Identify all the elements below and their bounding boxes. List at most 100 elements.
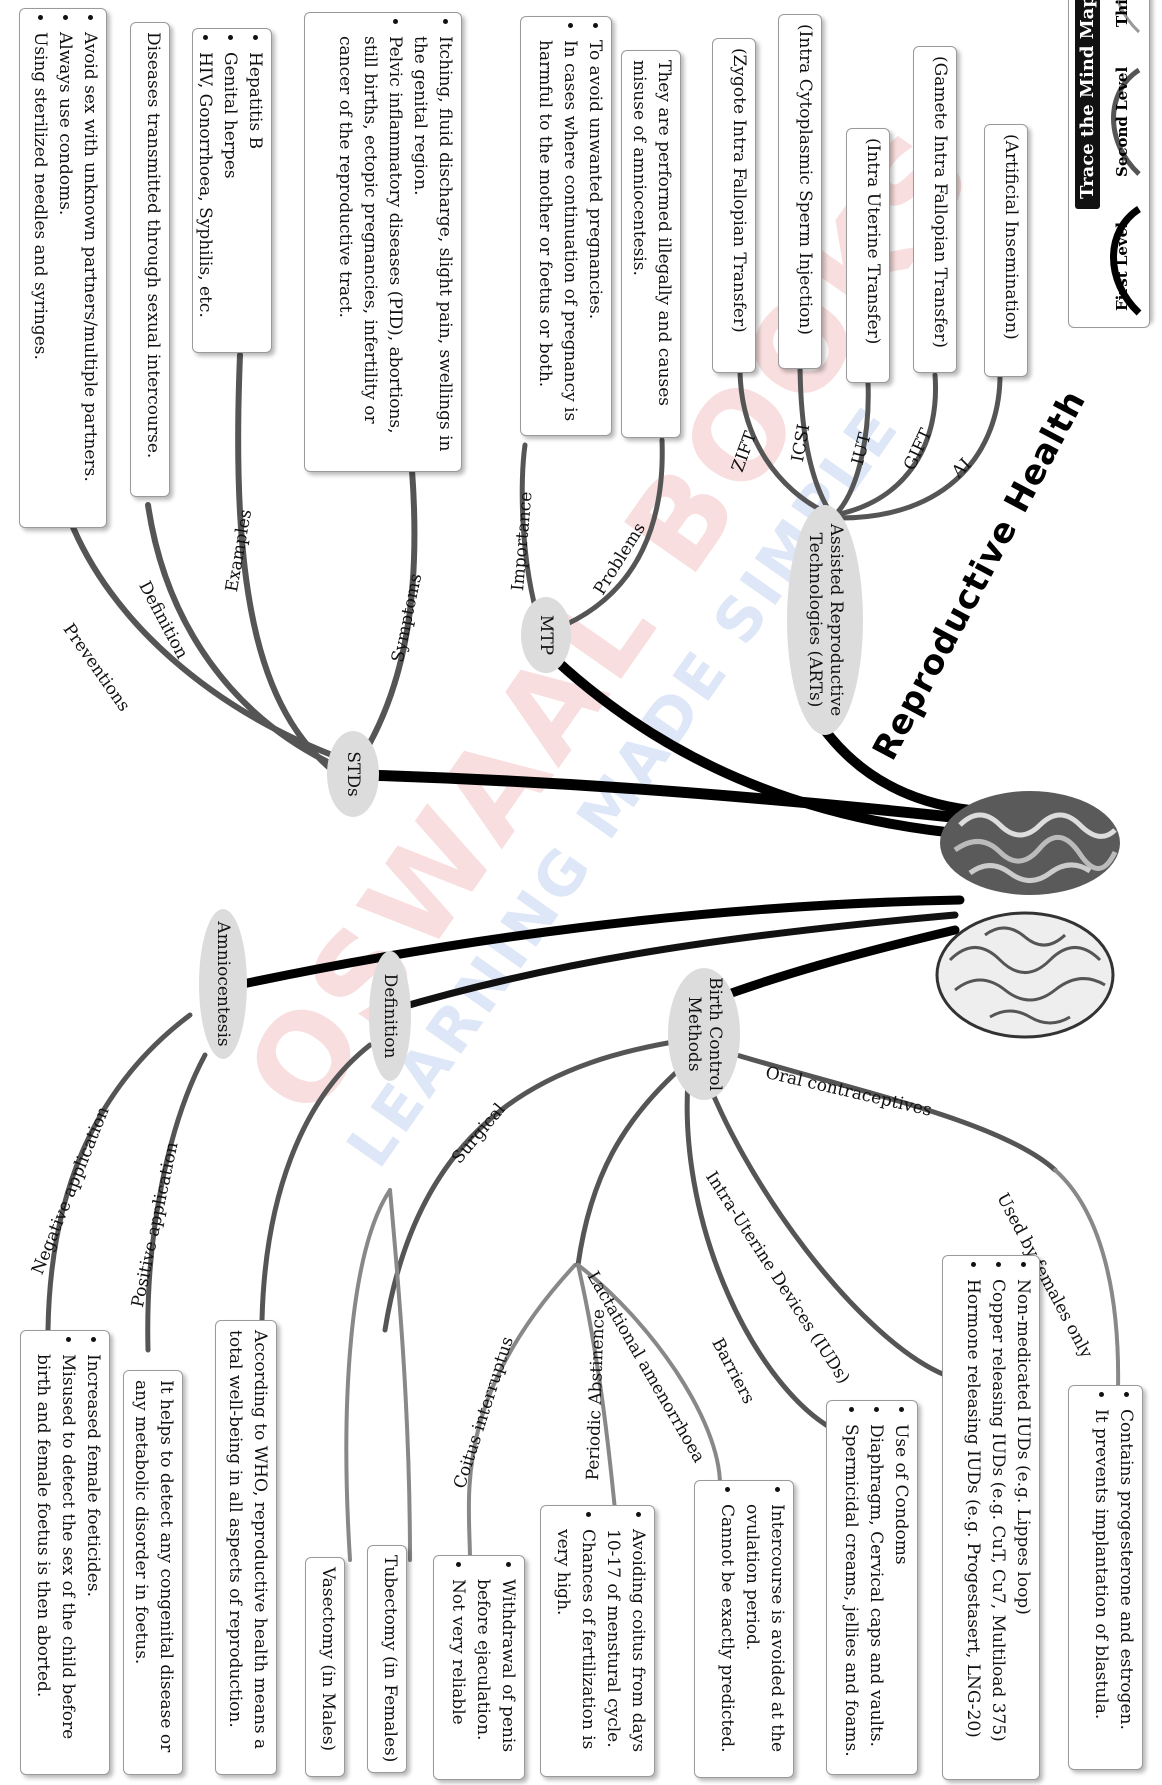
- link-iut: [832, 379, 871, 518]
- box-iut: (Intra Uterine Transfer): [846, 128, 890, 383]
- iud-item: Hormone releasing IUDs (e.g. Progestaser…: [960, 1279, 985, 1770]
- link-std-definition: [145, 502, 348, 773]
- problems-text: They are performed illegally and causes …: [629, 60, 674, 407]
- barrier-item: Use of Condoms: [888, 1424, 913, 1765]
- link-positive: [145, 1052, 208, 1353]
- box-gift: (Gamete Intra Fallopian Transfer): [913, 46, 957, 373]
- hub-mtp: MTP: [521, 597, 571, 673]
- first-level-swatch: [1110, 206, 1142, 316]
- link-examples: [235, 352, 348, 783]
- box-std-definition: Diseases transmitted through sexual inte…: [130, 22, 170, 497]
- hub-birth-control: Birth Control Methods: [668, 968, 740, 1100]
- negative-item: Increased female foeticides.: [80, 1354, 105, 1765]
- gift-text: (Gamete Intra Fallopian Transfer): [930, 56, 950, 349]
- example-item: Genital herpes: [217, 52, 242, 343]
- link-birth-control: [707, 925, 960, 1005]
- negative-item: Misused to detect the sex of the child b…: [30, 1354, 80, 1765]
- link-amnio: [233, 895, 965, 990]
- legend-box: Trace the Mind Map First Level Second Le…: [1068, 0, 1150, 328]
- link-surgical: [382, 1037, 688, 1333]
- link-lactational: [576, 1263, 722, 1487]
- link-vasectomy: [344, 1188, 392, 1562]
- link-who: [259, 1042, 373, 1323]
- box-preventions: Avoid sex with unknown partners/multiple…: [19, 8, 107, 528]
- box-positive-application: It helps to detect any congenital diseas…: [123, 1370, 183, 1775]
- link-mtp: [540, 645, 980, 840]
- link-periodic-box: [576, 1263, 617, 1512]
- icsi-text: (Intra Cytoplasmic Sperm Injection): [795, 24, 815, 335]
- symptom-item: Itching, fluid discharge, slight pain, s…: [407, 36, 457, 462]
- vasectomy-text: Vasectomy (in Males): [318, 1567, 338, 1752]
- box-periodic-abstinence: Avoiding coitus from days 10-17 of menst…: [540, 1505, 655, 1777]
- box-tubectomy: Tubectomy (in Females): [367, 1545, 407, 1773]
- box-who-definition: According to WHO, reproductive health me…: [215, 1320, 277, 1775]
- symptom-item: Pelvic inflammatory diseases (PID), abor…: [332, 36, 407, 462]
- importance-item: To avoid unwanted pregnancies.: [582, 40, 607, 426]
- box-negative-application: Increased female foeticides. Misused to …: [20, 1330, 110, 1775]
- link-barriers: [684, 1057, 848, 1438]
- barrier-item: Diaphragm, Cervical caps and vaults.: [863, 1424, 888, 1765]
- link-icsi: [797, 357, 833, 515]
- box-ai: (Artificial Insemination): [984, 124, 1028, 377]
- hub-arts: Assisted Reproductive Technologies (ARTs…: [787, 505, 863, 735]
- link-symptoms: [357, 467, 418, 763]
- iud-item: Copper releasing IUDs (e.g. CuT, Cu7, Mu…: [985, 1279, 1010, 1770]
- hub-definition: Definition: [369, 951, 411, 1081]
- box-examples: Hepatitis B Genital herpes HIV, Gonorrho…: [192, 28, 272, 353]
- link-ai: [832, 372, 1003, 521]
- example-item: HIV, Gonorrhoea, Syphilis, etc.: [192, 52, 217, 343]
- link-oral: [717, 1047, 1058, 1173]
- box-coitus-interruptus: Withdrawal of penis before ejaculation. …: [433, 1555, 525, 1780]
- link-periodic: [575, 1057, 693, 1268]
- box-lactational: Intercourse is avoided at the ovulation …: [694, 1480, 794, 1778]
- oral-item: It prevents implantation of blastula.: [1088, 1409, 1113, 1760]
- coitus-item: Withdrawal of penis before ejaculation.: [470, 1579, 520, 1770]
- barrier-item: Spermicidal creams, jellies and foams.: [838, 1424, 863, 1765]
- link-oral-box: [1053, 1168, 1121, 1392]
- coitus-item: Not very reliable: [445, 1579, 470, 1770]
- second-level-swatch: [1111, 67, 1141, 176]
- box-oral-contraceptives: Contains progesterone and estrogen. It p…: [1068, 1385, 1143, 1770]
- link-stds: [359, 769, 986, 826]
- box-zift: (Zygote Intra Fallopian Transfer): [712, 38, 756, 373]
- prevention-item: Always use condoms.: [52, 32, 77, 518]
- hub-amniocentesis: Amniocentesis: [199, 909, 247, 1059]
- box-symptoms: Itching, fluid discharge, slight pain, s…: [304, 12, 462, 472]
- link-tubectomy: [388, 1188, 412, 1562]
- std-definition-text: Diseases transmitted through sexual inte…: [143, 32, 163, 459]
- prevention-item: Using sterilized needles and syringes.: [27, 32, 52, 518]
- link-preventions: [67, 517, 348, 763]
- example-item: Hepatitis B: [242, 52, 267, 343]
- third-level-swatch: [1112, 0, 1141, 34]
- box-icsi: (Intra Cytoplasmic Sperm Injection): [778, 14, 822, 369]
- legend-third-level: Third Level: [1113, 0, 1131, 27]
- link-zift: [737, 365, 828, 515]
- positive-text: It helps to detect any congenital diseas…: [131, 1380, 176, 1753]
- link-negative: [45, 1012, 193, 1333]
- link-gift: [832, 372, 939, 518]
- link-definition: [388, 911, 959, 1014]
- tubectomy-text: Tubectomy (in Females): [380, 1555, 400, 1763]
- link-coitus: [466, 1263, 577, 1562]
- box-iuds: Non-medicated IUDs (e.g. Lippes loop) Co…: [942, 1255, 1040, 1780]
- importance-item: In cases where continuation of pregnancy…: [532, 40, 582, 426]
- periodic-item: Chances of fertilization is very high.: [550, 1529, 600, 1767]
- prevention-item: Avoid sex with unknown partners/multiple…: [77, 32, 102, 518]
- link-iuds: [697, 1057, 948, 1378]
- iud-item: Non-medicated IUDs (e.g. Lippes loop): [1010, 1279, 1035, 1770]
- periodic-item: Avoiding coitus from days 10-17 of menst…: [600, 1529, 650, 1767]
- box-problems: They are performed illegally and causes …: [621, 50, 681, 438]
- lactational-item: Cannot be exactly predicted.: [714, 1504, 739, 1768]
- lactational-item: Intercourse is avoided at the ovulation …: [739, 1504, 789, 1768]
- ai-text: (Artificial Insemination): [1001, 134, 1021, 340]
- iut-text: (Intra Uterine Transfer): [863, 138, 883, 345]
- oral-item: Contains progesterone and estrogen.: [1113, 1409, 1138, 1760]
- brain-icon: [935, 791, 1120, 1039]
- link-problems: [562, 437, 665, 628]
- legend-title: Trace the Mind Map: [1075, 0, 1100, 209]
- legend-second-level: Second Level: [1113, 66, 1131, 177]
- legend-first-level: First Level: [1113, 222, 1131, 311]
- who-definition-text: According to WHO, reproductive health me…: [225, 1330, 270, 1750]
- hub-stds: STDs: [327, 731, 379, 817]
